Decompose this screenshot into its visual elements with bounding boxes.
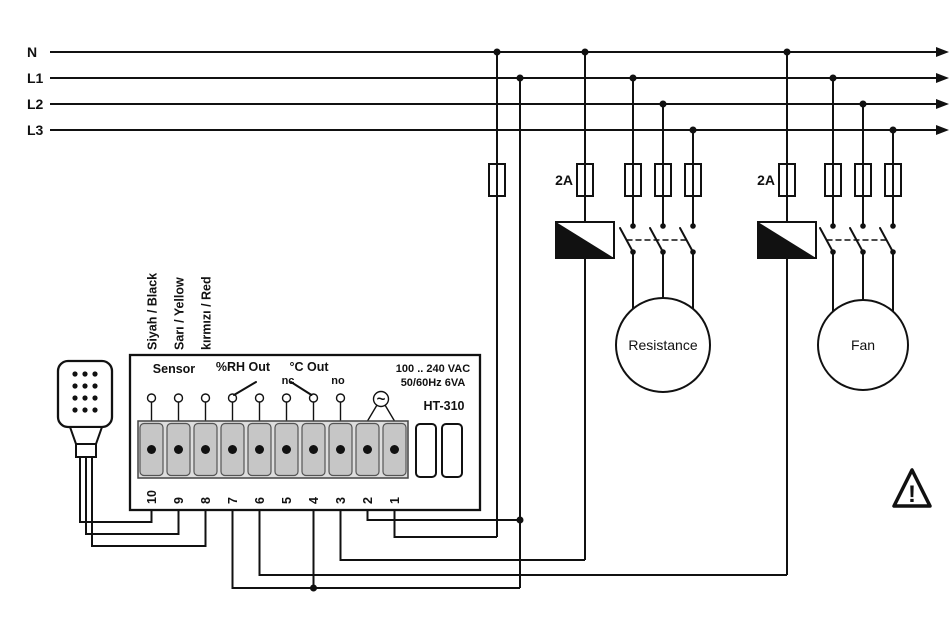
model-label: HT-310 bbox=[424, 399, 465, 413]
sensor-vent-holes bbox=[72, 371, 98, 413]
sensor-wire-black bbox=[79, 457, 153, 523]
sensor-neck bbox=[68, 426, 104, 445]
temp-relay-arm bbox=[290, 381, 313, 396]
wire-terminal2-line bbox=[366, 510, 520, 521]
fuse-icon bbox=[884, 163, 902, 197]
fuse-icon bbox=[654, 163, 672, 197]
wire-label-black: Siyah / Black bbox=[146, 273, 160, 350]
contactor-contacts bbox=[819, 223, 896, 255]
contactor-contacts bbox=[619, 223, 696, 255]
arrow-icon bbox=[936, 47, 949, 57]
bus-label-l3: L3 bbox=[27, 122, 44, 138]
wire-label-red: kırmızı / Red bbox=[200, 276, 214, 350]
fuse-icon bbox=[778, 163, 796, 197]
svg-text:9: 9 bbox=[172, 497, 186, 504]
sensor-group-label: Sensor bbox=[153, 362, 196, 376]
bus-label-l1: L1 bbox=[27, 70, 44, 86]
sensor-cable-gland bbox=[75, 443, 97, 458]
temp-out-label: °C Out bbox=[289, 360, 329, 374]
rh-out-label: %RH Out bbox=[216, 360, 271, 374]
resistance-load bbox=[615, 297, 711, 393]
contactor-coil bbox=[555, 221, 615, 259]
wire-terminal6-fan-coil bbox=[258, 510, 787, 576]
fuse-icon bbox=[824, 163, 842, 197]
sensor-wire-red bbox=[91, 457, 207, 547]
bottom-wiring bbox=[231, 510, 787, 592]
resistance-contactor-branch: 2A Resistance bbox=[555, 52, 711, 560]
fuse-rating-label: 2A bbox=[555, 172, 573, 188]
mounting-clip bbox=[441, 423, 463, 478]
terminal-numbers: 10 9 8 7 6 5 4 3 2 1 bbox=[145, 490, 402, 504]
sensor-wire-yellow bbox=[85, 457, 180, 535]
svg-text:10: 10 bbox=[145, 490, 159, 504]
svg-text:5: 5 bbox=[280, 497, 294, 504]
fuse-icon bbox=[488, 163, 506, 197]
contactor-coil bbox=[757, 221, 817, 259]
sensor-body bbox=[56, 359, 114, 429]
bus-label-l2: L2 bbox=[27, 96, 44, 112]
nc-label: nc bbox=[282, 375, 295, 387]
fan-load-label: Fan bbox=[851, 337, 875, 353]
warning-icon: ! bbox=[892, 468, 932, 508]
svg-text:3: 3 bbox=[334, 497, 348, 504]
rh-relay-arm bbox=[233, 381, 257, 396]
fuse-icon bbox=[854, 163, 872, 197]
supply-voltage-label: 100 .. 240 VAC bbox=[396, 363, 470, 375]
fuse-icon bbox=[624, 163, 642, 197]
bus-label-n: N bbox=[27, 44, 37, 60]
fan-contactor-branch: 2A Fan bbox=[757, 52, 909, 575]
warning-exclamation: ! bbox=[908, 481, 916, 508]
wire-terminal7-common bbox=[231, 510, 520, 589]
svg-text:1: 1 bbox=[388, 497, 402, 504]
power-bus-lines: N L1 L2 L3 bbox=[27, 44, 949, 138]
fan-load bbox=[817, 299, 909, 391]
svg-text:7: 7 bbox=[226, 497, 240, 504]
wire-terminal3-resistance-coil bbox=[339, 510, 585, 561]
controller-supply-drops bbox=[488, 52, 524, 588]
ac-symbol-glyph: ~ bbox=[377, 391, 386, 408]
svg-text:4: 4 bbox=[307, 497, 321, 504]
ht310-controller: Sensor %RH Out °C Out nc no 100 .. 240 V… bbox=[128, 353, 482, 512]
svg-text:2: 2 bbox=[361, 497, 375, 504]
arrow-icon bbox=[936, 99, 949, 109]
ac-supply-symbol: ~ bbox=[366, 390, 396, 422]
svg-text:8: 8 bbox=[199, 497, 213, 504]
terminal-block bbox=[137, 420, 409, 479]
junction-dot bbox=[310, 584, 317, 592]
wire-label-yellow: Sarı / Yellow bbox=[173, 277, 187, 350]
supply-frequency-label: 50/60Hz 6VA bbox=[401, 377, 466, 389]
arrow-icon bbox=[936, 73, 949, 83]
wire-terminal1-neutral bbox=[393, 510, 497, 538]
mounting-clip bbox=[415, 423, 437, 478]
arrow-icon bbox=[936, 125, 949, 135]
fuse-icon bbox=[576, 163, 594, 197]
no-label: no bbox=[331, 375, 345, 387]
humidity-temperature-sensor: Siyah / Black Sarı / Yellow kırmızı / Re… bbox=[56, 273, 214, 547]
fuse-icon bbox=[684, 163, 702, 197]
resistance-load-label: Resistance bbox=[628, 337, 697, 353]
svg-text:6: 6 bbox=[253, 497, 267, 504]
fuse-rating-label: 2A bbox=[757, 172, 775, 188]
